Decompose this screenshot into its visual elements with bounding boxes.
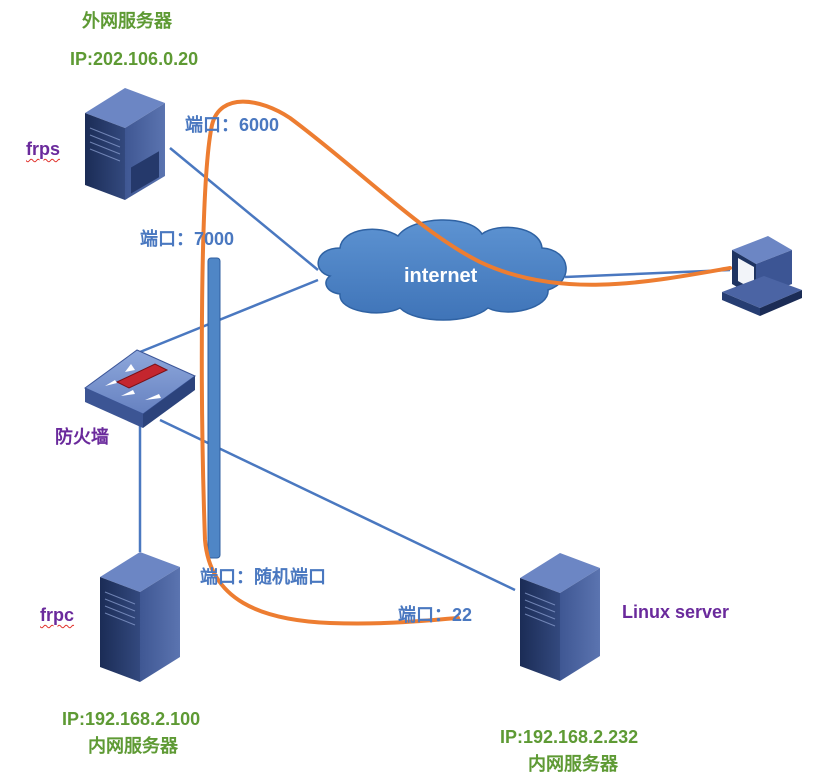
external-server-title: 外网服务器: [82, 11, 172, 31]
frpc-server-title: 内网服务器: [88, 736, 178, 756]
link-firewall-internet: [139, 278, 319, 354]
tunnel-bar: [207, 257, 221, 559]
traffic-path: [199, 99, 732, 626]
frpc-server-icon: [100, 552, 180, 682]
linux-server-label: Linux server: [622, 602, 730, 622]
firewall-icon: [84, 349, 196, 428]
port-7000-label: 端口：7000: [140, 229, 235, 249]
internet-label: internet: [404, 265, 478, 287]
port-22-label: 端口：22: [398, 605, 473, 625]
linux-server-title: 内网服务器: [528, 754, 618, 774]
linux-server-icon: [520, 553, 600, 681]
client-pc-icon: [722, 236, 802, 316]
connection-lines: [138, 147, 731, 592]
linux-server-ip: IP:192.168.2.232: [500, 727, 639, 747]
internet-cloud: [317, 219, 567, 321]
frps-label: frps: [26, 139, 61, 159]
frpc-label: frpc: [40, 605, 75, 625]
port-random-label: 端口：随机端口: [200, 567, 326, 587]
firewall-label: 防火墙: [55, 427, 109, 447]
port-6000-label: 端口：6000: [185, 115, 280, 135]
external-server-icon: [85, 88, 165, 200]
external-server-ip: IP:202.106.0.20: [70, 49, 199, 69]
link-frps-internet: [169, 147, 319, 271]
frpc-server-ip: IP:192.168.2.100: [62, 709, 201, 729]
